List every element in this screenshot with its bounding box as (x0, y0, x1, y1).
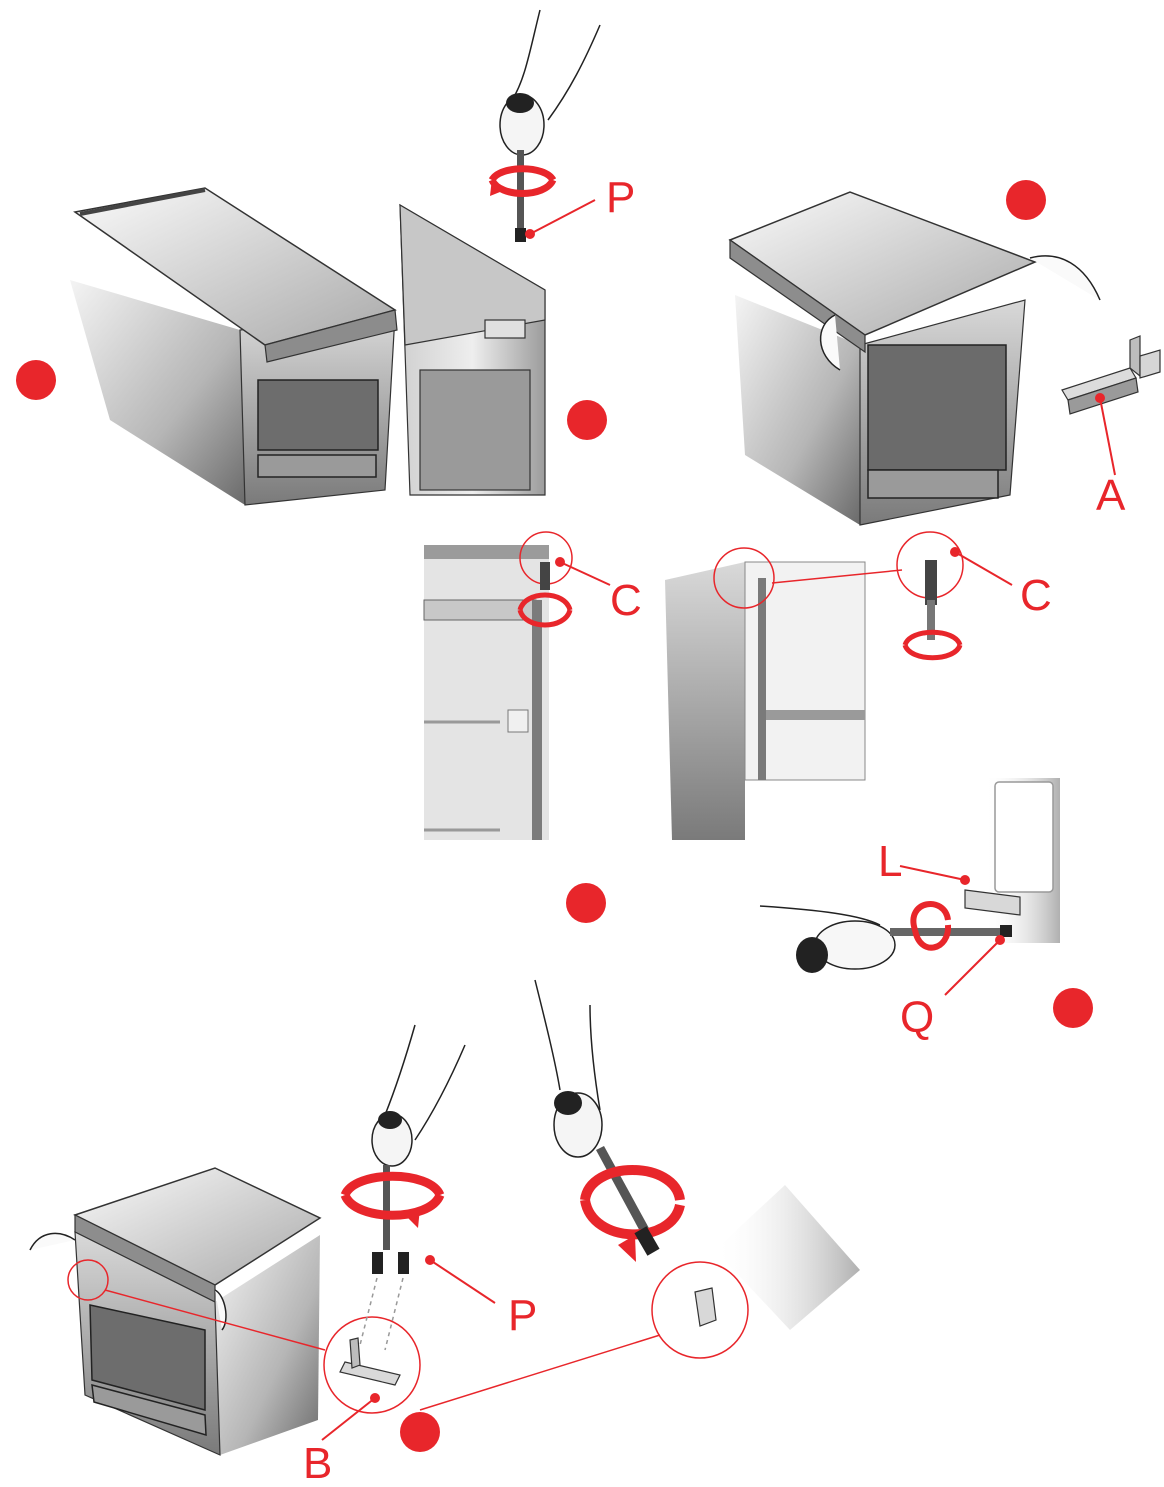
bracket-b-leader-line (321, 1397, 376, 1441)
step-4-left-screw-c (540, 562, 550, 590)
step-4-left-closeup (424, 545, 549, 840)
step-6-cabinet-corner (715, 1185, 860, 1330)
screw-q-leader-line (944, 939, 1001, 996)
step-4-right-side-panel (665, 562, 745, 840)
step-6-screw-p-2 (398, 1252, 409, 1274)
step-3-hand-left (819, 314, 841, 371)
label-c-right: C (1020, 571, 1052, 620)
label-p-bottom: P (508, 1291, 537, 1340)
step-1-top-panel-edge (264, 309, 398, 363)
step-4-right-link-line (771, 569, 903, 584)
step-6-hand-arm (384, 1024, 466, 1141)
step-6-detail-circle-right (651, 1261, 749, 1359)
step-2-screwdriver-handle (506, 93, 534, 113)
step-4-left-rotation-arrow-icon (517, 592, 573, 628)
step-2-arrowhead (490, 178, 505, 196)
step-6-link-line (104, 1289, 326, 1351)
step-5-screw-q (1000, 925, 1012, 937)
step-6-screw-2 (634, 1226, 660, 1256)
step-6-illustration: B P (29, 979, 860, 1487)
bracket-b-tab (349, 1337, 361, 1369)
step-2-screw-p (515, 228, 526, 242)
step-4-illustration: C C (423, 531, 1052, 923)
step-6-hand-arm-2 (534, 979, 601, 1111)
step-6-guide-line-2 (384, 1277, 404, 1351)
step-4-left-frame (532, 600, 542, 840)
bracket-l-leader-line (899, 865, 966, 881)
step-4-right-rotation-arrow-icon (902, 629, 963, 661)
step-4-left-clip (507, 709, 529, 733)
step-5-illustration: L Q (759, 778, 1093, 1042)
label-p-top: P (606, 173, 635, 222)
step-6-detail-circle-b (323, 1316, 421, 1414)
step-4-left-rail (423, 599, 537, 621)
step-3-marker (1006, 180, 1046, 220)
label-c-left: C (610, 576, 642, 625)
step-4-right-leader-line (954, 551, 1013, 586)
step-3-illustration: A (728, 180, 1161, 526)
step-4-marker (566, 883, 606, 923)
step-5-rotation-arrow-icon (910, 901, 952, 951)
step-6-corner-bracket (694, 1287, 717, 1327)
step-6-door-window (89, 1304, 206, 1411)
step-6-screwdriver-handle-2 (554, 1091, 582, 1115)
bracket-a-leader-line (1099, 397, 1116, 476)
step-1-rear-rail (79, 188, 206, 216)
step-6-screw-p-1 (372, 1252, 383, 1274)
step-1-cabinet-side (70, 280, 245, 505)
step-1-door-window (257, 379, 379, 451)
step-3-drawer (867, 469, 999, 499)
step-2-marker (567, 400, 607, 440)
step-1-marker (16, 360, 56, 400)
bracket-a-tab (1129, 335, 1141, 378)
step-6-screwdriver-shaft-2 (596, 1146, 650, 1235)
step-5-hand (814, 920, 896, 970)
bracket-a-flange (1139, 349, 1161, 379)
step-6-screwdriver-shaft (383, 1165, 390, 1250)
step-2-leader-line (529, 199, 596, 235)
label-q: Q (900, 993, 934, 1042)
step-3-door-window (867, 344, 1007, 471)
step-4-right-screwdriver-shaft (927, 600, 935, 640)
step-4-left-leader-line (559, 561, 611, 586)
step-2-door-window (419, 369, 531, 491)
label-a: A (1096, 471, 1126, 520)
step-1-drawer (257, 454, 377, 478)
step-6-cabinet-side (215, 1235, 320, 1455)
step-4-left-top-edge (424, 545, 549, 559)
step-6-guide-line-1 (359, 1277, 378, 1346)
label-b: B (303, 1439, 332, 1487)
step-6-link-line-2 (419, 1334, 661, 1411)
step-2-bracket (484, 319, 526, 339)
step-6-rotation-arrow-icon (340, 1171, 445, 1220)
step-2-illustration: P (399, 9, 635, 496)
step-5-door-window (994, 781, 1054, 893)
step-6-hand-left (29, 1232, 76, 1251)
step-1-illustration (16, 187, 398, 506)
step-4-right-screw-c (925, 560, 937, 605)
label-l: L (878, 837, 902, 886)
step-4-right-gasket (758, 578, 766, 780)
step-5-marker (1053, 988, 1093, 1028)
step-6-hand-right (214, 1289, 227, 1331)
step-4-right-shelf (766, 710, 865, 720)
step-2-cabinet-top (399, 203, 546, 346)
step-6-drawer (91, 1383, 207, 1437)
step-3-hand-right (1029, 255, 1101, 301)
step-4-right-detail-circle-small (713, 547, 775, 609)
step-6-arrowhead-2 (618, 1235, 636, 1262)
step-6-detail-circle-small (67, 1259, 109, 1301)
step-6-marker (400, 1412, 440, 1452)
step-6-rotation-arrow-icon-2 (580, 1165, 685, 1240)
step-5-screwdriver-handle (796, 937, 828, 973)
bracket-l (964, 889, 1021, 916)
step-6-arrowhead (405, 1208, 420, 1228)
screw-p-bottom-leader-line (429, 1259, 496, 1304)
step-6-screwdriver-handle (378, 1111, 402, 1129)
bracket-b (339, 1361, 401, 1386)
step-5-hand-arm (759, 905, 881, 926)
